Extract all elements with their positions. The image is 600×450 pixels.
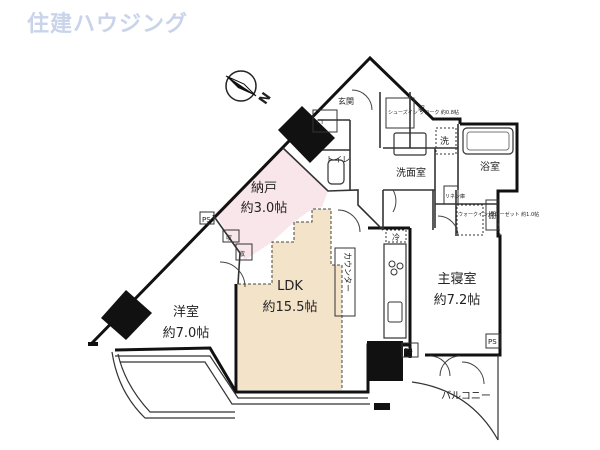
company-logo: 住建ハウジング	[27, 12, 189, 37]
stove-burner-icon	[396, 262, 404, 270]
storage-room-name: 納戸	[251, 181, 277, 196]
fridge-label: 冷	[392, 232, 400, 242]
master-bedroom-name: 主寝室	[437, 271, 476, 287]
counter-label: カウンター	[343, 252, 352, 292]
stove-burner-icon	[390, 268, 398, 276]
walk-in-closet-label: ウォークイン クローゼット 約1.0帖	[458, 211, 539, 218]
compass-north-label: N	[256, 90, 275, 108]
compass-ring	[225, 70, 257, 102]
outer-walls	[90, 55, 519, 394]
ldk-size: 約15.5帖	[263, 300, 318, 315]
storage-room-fill	[215, 147, 328, 260]
wash-label: 洗	[440, 135, 449, 147]
bath-fixtures	[327, 127, 514, 185]
structural-columns	[88, 106, 412, 410]
shoe-closet-label: シューズイン クローク 約0.8帖	[388, 109, 459, 116]
inner-walls	[212, 92, 498, 285]
storage-label-3: 収	[239, 251, 245, 258]
fridge-space	[385, 229, 407, 243]
closets	[199, 97, 501, 358]
washer-space-icon	[435, 127, 457, 155]
washbasin-icon	[393, 132, 427, 156]
shelf-label: 棚	[488, 210, 496, 220]
ps-label-3: PS	[488, 338, 497, 346]
compass-needle-half-icon	[225, 75, 257, 97]
master-bedroom-size: 約7.2帖	[434, 293, 481, 308]
toilet-icon	[327, 159, 345, 185]
western-room-name: 洋室	[173, 304, 199, 320]
stove-burner-icon	[388, 260, 396, 268]
storage-label-2: 収	[226, 235, 232, 242]
ldk-name: LDK	[277, 279, 303, 294]
bath-label: 浴室	[480, 160, 500, 173]
room-labels: LDK 約15.5帖 洋室 約7.0帖 主寝室 約7.2帖 納戸 約3.0帖 玄…	[163, 96, 539, 402]
bathtub-icon	[462, 127, 514, 155]
kitchen-fixtures	[334, 229, 407, 339]
storage-room-size: 約3.0帖	[241, 201, 288, 216]
counter-box	[334, 247, 356, 317]
door-swings	[219, 89, 485, 385]
balcony	[111, 351, 499, 441]
washroom-label: 洗面室	[396, 166, 426, 179]
ps-label-1: PS	[202, 216, 211, 224]
ldk-fill	[238, 209, 342, 390]
balcony-label: バルコニー	[441, 390, 491, 402]
entrance-label: 玄関	[338, 96, 354, 106]
western-room-size: 約7.0帖	[163, 326, 210, 341]
linen-label: リネン庫	[445, 193, 465, 200]
toilet-label: トイレ	[326, 155, 350, 164]
compass: N	[225, 70, 275, 108]
kitchen-counter	[383, 243, 407, 339]
ct-label: CT	[316, 119, 324, 126]
small-storage-label: 収	[418, 105, 425, 113]
ps-label-2: PS	[404, 347, 413, 355]
sink-icon	[387, 301, 403, 323]
